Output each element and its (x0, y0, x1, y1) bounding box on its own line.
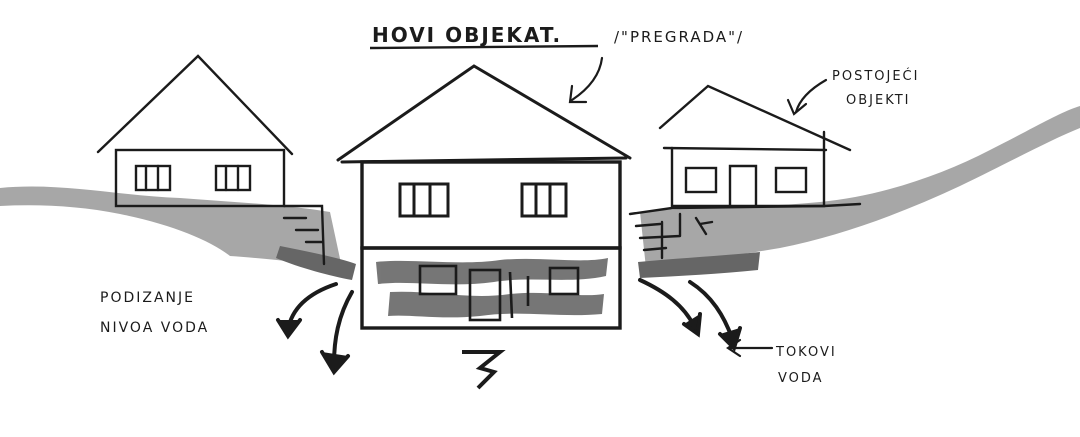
new-object-window-1 (400, 184, 448, 216)
foundation-water-zigzag (462, 352, 500, 388)
left-house-window-2 (216, 166, 250, 190)
title-note-label: /"PREGRADA"/ (614, 28, 744, 46)
flow-arrow-left-2 (334, 292, 352, 364)
right-house-eave (664, 148, 826, 150)
new-object-basement (362, 248, 620, 328)
title-label: HOVI OBJEKAT. (372, 23, 562, 47)
rising-water-label-line1: PODIZANJE (100, 290, 195, 306)
flow-arrow-right-1 (640, 280, 694, 326)
existing-objects-label-line2: OBJEKTI (846, 93, 911, 108)
right-house-window-2 (776, 168, 806, 192)
new-object-window-2-mullions (536, 184, 550, 216)
flow-arrowhead-left-2 (322, 352, 348, 372)
water-flows-label-line1: TOKOVI (775, 345, 837, 360)
water-flows-label-line2: VODA (778, 371, 824, 386)
left-house-roof (98, 56, 292, 154)
new-object-roof (338, 66, 630, 160)
terrain (0, 106, 1080, 280)
flow-arrowhead-left-1 (278, 320, 300, 336)
water-flow-arrows (278, 280, 740, 372)
right-house-window-1 (686, 168, 716, 192)
left-house-window-1 (136, 166, 170, 190)
left-house-window-1-mullions (146, 166, 158, 190)
new-object-window-1-mullions (414, 184, 430, 216)
flow-arrowhead-right-2 (720, 328, 740, 348)
new-object-building (338, 66, 630, 328)
right-house-roof (660, 86, 850, 150)
new-object-window-2 (522, 184, 566, 216)
left-house-window-2-mullions (226, 166, 238, 190)
rising-water-label-line2: NIVOA VODA (100, 320, 209, 336)
title-pointer-arrow (572, 58, 602, 100)
existing-objects-label-line1: POSTOJEĆI (832, 68, 919, 84)
right-house-door (730, 166, 756, 206)
basement-shade-2 (388, 292, 604, 318)
terrain-right (640, 106, 1080, 268)
